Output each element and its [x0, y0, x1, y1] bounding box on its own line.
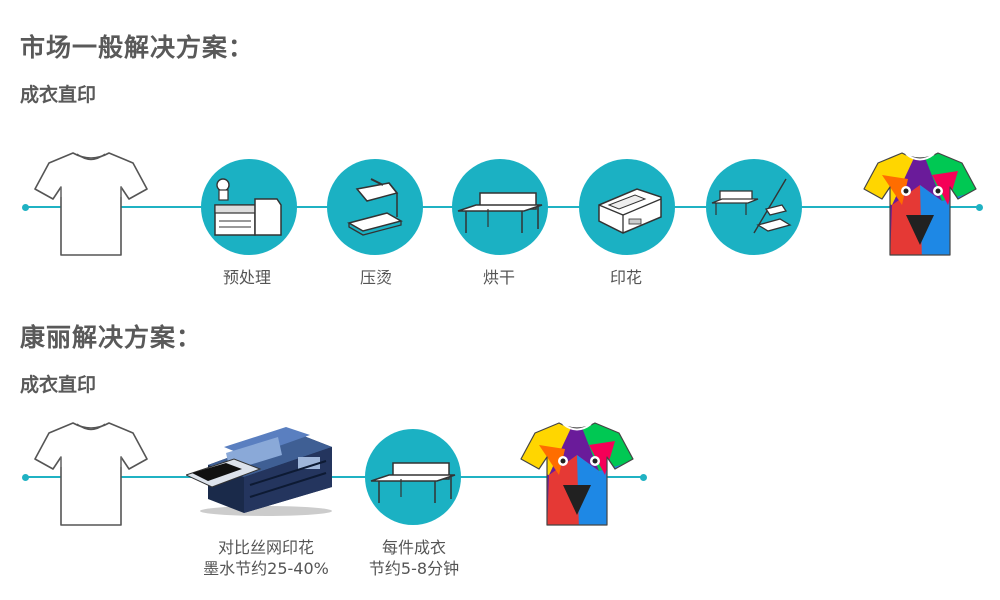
blank-tshirt-icon: [33, 415, 149, 531]
printer-benefit-line2: 墨水节约25-40%: [203, 558, 329, 579]
pretreatment-label: 预处理: [223, 267, 271, 288]
printed-tshirt-icon: [519, 415, 635, 531]
dryer-benefit-line1: 每件成衣: [369, 537, 459, 558]
printer-benefit-line1: 对比丝网印花: [203, 537, 329, 558]
heat-press-step: [327, 159, 423, 255]
flow-start-dot: [22, 474, 29, 481]
kornit-solution-subheading: 成衣直印: [20, 370, 96, 397]
dryer-label: 烘干: [483, 267, 515, 288]
blank-tshirt-icon: [33, 145, 149, 261]
finishing-step: [706, 159, 802, 255]
dryer-step: [452, 159, 548, 255]
printer-benefit-label: 对比丝网印花 墨水节约25-40%: [203, 537, 329, 579]
dryer-conveyor-icon: [365, 429, 461, 525]
printing-step: [579, 159, 675, 255]
market-solution-subheading: 成衣直印: [20, 80, 96, 107]
printed-tshirt-icon: [862, 145, 978, 261]
dryer-and-press-icon: [706, 159, 802, 255]
kornit-solution-heading: 康丽解决方案：: [20, 318, 202, 354]
flow-start-dot: [22, 204, 29, 211]
pretreatment-step: [201, 159, 297, 255]
pretreatment-machine-icon: [201, 159, 297, 255]
garment-printer-icon: [579, 159, 675, 255]
dryer-benefit-line2: 节约5-8分钟: [369, 558, 459, 579]
heat-press-label: 压烫: [360, 267, 392, 288]
dryer-conveyor-icon: [452, 159, 548, 255]
dryer-step: [365, 429, 461, 525]
kornit-industrial-printer-icon: [186, 425, 336, 517]
printing-label: 印花: [610, 267, 642, 288]
market-solution-heading: 市场一般解决方案：: [20, 28, 254, 64]
flow-end-dot: [640, 474, 647, 481]
heat-press-icon: [327, 159, 423, 255]
dryer-benefit-label: 每件成衣 节约5-8分钟: [369, 537, 459, 579]
